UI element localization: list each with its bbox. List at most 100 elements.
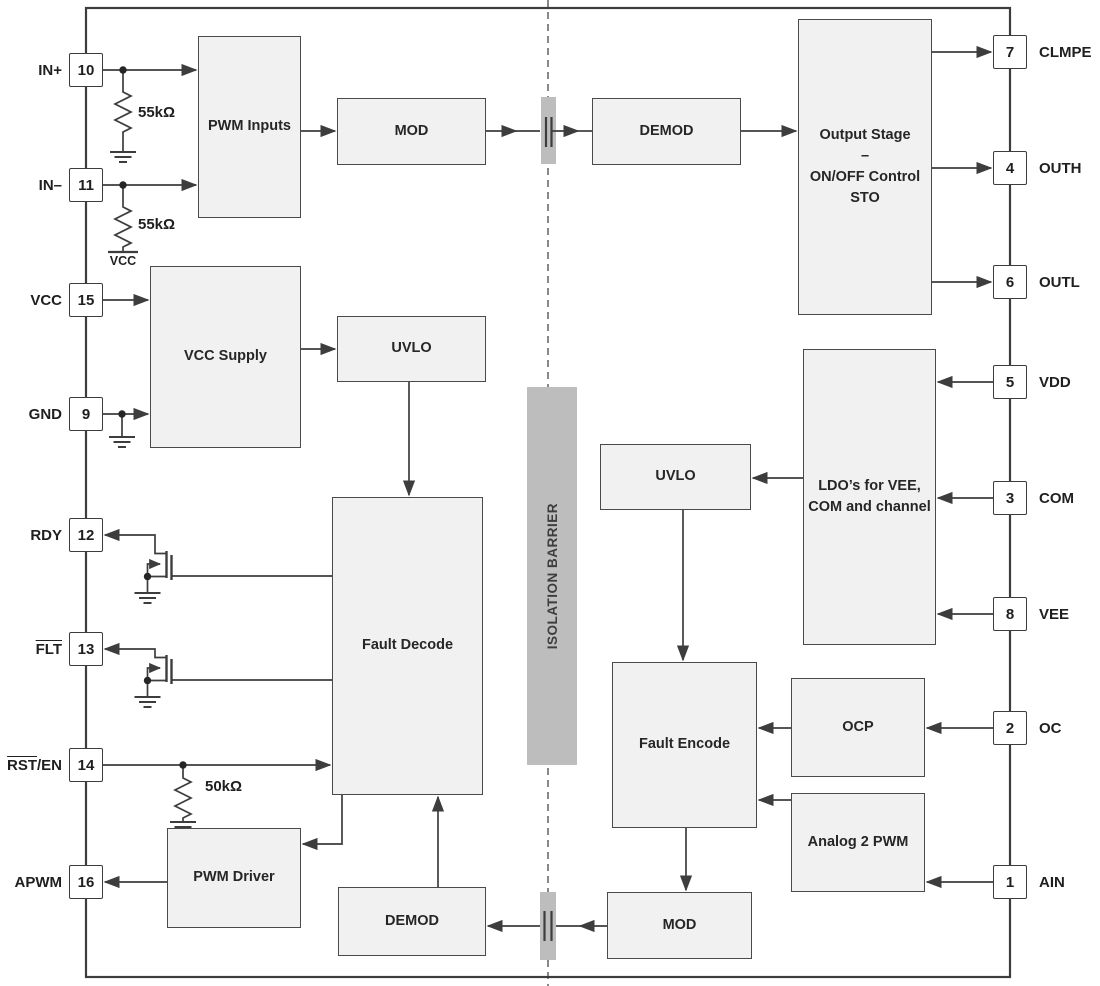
- pin-number-box: 9: [69, 397, 103, 431]
- block-label: COM and channel: [808, 499, 931, 515]
- pin-name: COM: [1039, 489, 1074, 507]
- pin-outl: 6 OUTL: [993, 265, 1080, 299]
- pin-number: 15: [77, 291, 95, 309]
- pin-number: 12: [77, 526, 95, 544]
- block-label: UVLO: [391, 340, 432, 357]
- pin-name-text: APWM: [14, 873, 63, 891]
- pin-vdd: 5 VDD: [993, 365, 1071, 399]
- pin-oc: 2 OC: [993, 711, 1062, 745]
- pin-name: OC: [1039, 719, 1062, 737]
- pin-name-overline: FLT: [35, 640, 62, 658]
- pin-number: 13: [77, 640, 95, 658]
- block-label: STO: [850, 190, 880, 207]
- pin-name: VEE: [1039, 605, 1070, 623]
- pin-gnd: GND 9: [0, 397, 103, 431]
- pin-name: CLMPE: [1039, 43, 1092, 61]
- junction-dots: [118, 66, 187, 769]
- block-pwm-driver: PWM Driver: [167, 828, 301, 928]
- pin-number-box: 14: [69, 748, 103, 782]
- block-fault-decode: Fault Decode: [332, 497, 483, 795]
- block-label: MOD: [662, 916, 697, 933]
- block-label: ON/OFF Control: [809, 169, 921, 185]
- flt-mosfet: [103, 642, 332, 708]
- pin-number: 5: [1005, 373, 1015, 391]
- resistor-value-in-plus: 55kΩ: [138, 104, 176, 121]
- block-label: DEMOD: [385, 912, 439, 929]
- pin-vee: 8 VEE: [993, 597, 1069, 631]
- block-label: UVLO: [655, 468, 696, 485]
- block-label: PWM Inputs: [208, 118, 291, 135]
- iso-capacitor-bottom: [540, 892, 556, 960]
- block-mod-bottom: MOD: [607, 892, 752, 959]
- isolation-barrier-label: ISOLATION BARRIER: [544, 502, 560, 650]
- pin-number: 11: [78, 176, 94, 194]
- pin-number-box: 8: [993, 597, 1027, 631]
- pin-name: APWM: [15, 874, 63, 891]
- pin-name-text: IN–: [38, 176, 62, 194]
- block-label: PWM Driver: [193, 869, 275, 886]
- resistor-value-rst: 50kΩ: [205, 778, 243, 795]
- pin-rdy: RDY 12: [0, 518, 103, 552]
- pin-rst-en: RST/EN 14: [0, 748, 103, 782]
- vcc-rail-label: VCC: [109, 254, 137, 268]
- pin-ain: 1 AIN: [993, 865, 1065, 899]
- pin-number-box: 2: [993, 711, 1027, 745]
- pin-name: OUTH: [1039, 159, 1082, 177]
- pin-number-box: 16: [69, 865, 103, 899]
- block-label: Analog 2 PWM: [807, 833, 909, 850]
- pin-number: 2: [1005, 719, 1015, 737]
- pin-number-box: 13: [69, 632, 103, 666]
- pin-number: 6: [1005, 273, 1015, 291]
- pin-name-text: VCC: [30, 291, 62, 309]
- resistor-in-plus: [110, 70, 136, 163]
- pin-apwm: APWM 16: [0, 865, 103, 899]
- block-label: –: [860, 147, 870, 164]
- pin-com: 3 COM: [993, 481, 1074, 515]
- block-output-stage: Output Stage – ON/OFF Control STO: [798, 19, 932, 315]
- pin-name: VCC: [30, 292, 62, 309]
- pin-number: 10: [77, 61, 95, 79]
- resistor-value-in-minus: 55kΩ: [138, 216, 176, 233]
- block-label: LDO’s for VEE,: [818, 477, 921, 494]
- pin-name: IN–: [39, 177, 62, 194]
- pin-name: FLT: [36, 641, 62, 658]
- iso-capacitor-top: [541, 97, 556, 164]
- pin-outh: 4 OUTH: [993, 151, 1082, 185]
- pin-name: OUTL: [1039, 273, 1080, 291]
- pin-flt: FLT 13: [0, 632, 103, 666]
- pin-number-box: 11: [69, 168, 103, 202]
- pin-in-minus: IN– 11: [0, 168, 103, 202]
- isolation-barrier: ISOLATION BARRIER: [527, 387, 577, 765]
- pin-name-overline: RST: [6, 756, 37, 774]
- pin-number-box: 1: [993, 865, 1027, 899]
- pin-name-text: /EN: [36, 756, 62, 774]
- capacitor-plates-bottom: [543, 911, 553, 941]
- capacitor-plates-top: [544, 117, 553, 147]
- pin-name-text: RDY: [30, 526, 62, 544]
- block-label: Fault Encode: [638, 736, 731, 753]
- pin-number-box: 3: [993, 481, 1027, 515]
- pin-in-plus: IN+ 10: [0, 53, 103, 87]
- rdy-mosfet: [103, 528, 332, 604]
- resistor-rst-en: [170, 765, 196, 833]
- block-analog-2-pwm: Analog 2 PWM: [791, 793, 925, 892]
- pin-number-box: 10: [69, 53, 103, 87]
- pin-vcc: VCC 15: [0, 283, 103, 317]
- pin-number: 4: [1005, 159, 1015, 177]
- block-label: OCP: [842, 718, 874, 735]
- block-uvlo-left: UVLO: [337, 316, 486, 382]
- pin-number: 8: [1005, 605, 1015, 623]
- pin-name: IN+: [38, 62, 62, 79]
- pin-name-text: IN+: [38, 61, 62, 79]
- pin-number: 7: [1005, 43, 1015, 61]
- pin-number-box: 5: [993, 365, 1027, 399]
- block-vcc-supply: VCC Supply: [150, 266, 301, 448]
- pin-number-box: 12: [69, 518, 103, 552]
- block-label: VCC Supply: [184, 348, 267, 365]
- pin-number: 14: [77, 756, 95, 774]
- pin-number: 1: [1005, 873, 1015, 891]
- pin-number: 16: [77, 873, 95, 891]
- pin-number: 9: [81, 405, 91, 423]
- resistor-in-minus: [108, 185, 138, 254]
